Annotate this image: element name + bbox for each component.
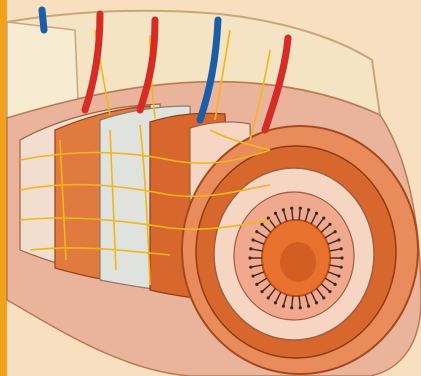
villus-tip [290, 306, 293, 309]
vein-vessel [42, 10, 44, 30]
villus-tip [315, 212, 318, 215]
villus-tip [299, 207, 302, 210]
villus-tip [282, 304, 285, 307]
villus-tip [340, 247, 343, 250]
villus-tip [307, 208, 310, 211]
villus-tip [322, 296, 325, 299]
villus-tip [290, 207, 293, 210]
villus-tip [249, 266, 252, 269]
villus-tip [337, 274, 340, 277]
villus-tip [260, 223, 263, 226]
villus-tip [248, 256, 251, 259]
lumen-center [280, 242, 316, 282]
villus-tip [282, 208, 285, 211]
villus-tip [299, 306, 302, 309]
villus-tip [340, 266, 343, 269]
villus-tip [255, 230, 258, 233]
villus-tip [274, 212, 277, 215]
villus-tip [340, 256, 343, 259]
villus-tip [322, 216, 325, 219]
villus-tip [334, 283, 337, 286]
villus-tip [307, 304, 310, 307]
villus-tip [334, 230, 337, 233]
villus-tip [252, 274, 255, 277]
villus-tip [328, 223, 331, 226]
villus-tip [252, 238, 255, 241]
villus-tip [267, 296, 270, 299]
villus-tip [315, 301, 318, 304]
villus-tip [249, 247, 252, 250]
villus-tip [274, 301, 277, 304]
side-accent-bar [0, 0, 7, 376]
villus-tip [260, 290, 263, 293]
villus-tip [328, 290, 331, 293]
villus-tip [267, 216, 270, 219]
villus-tip [337, 238, 340, 241]
villus-tip [255, 283, 258, 286]
